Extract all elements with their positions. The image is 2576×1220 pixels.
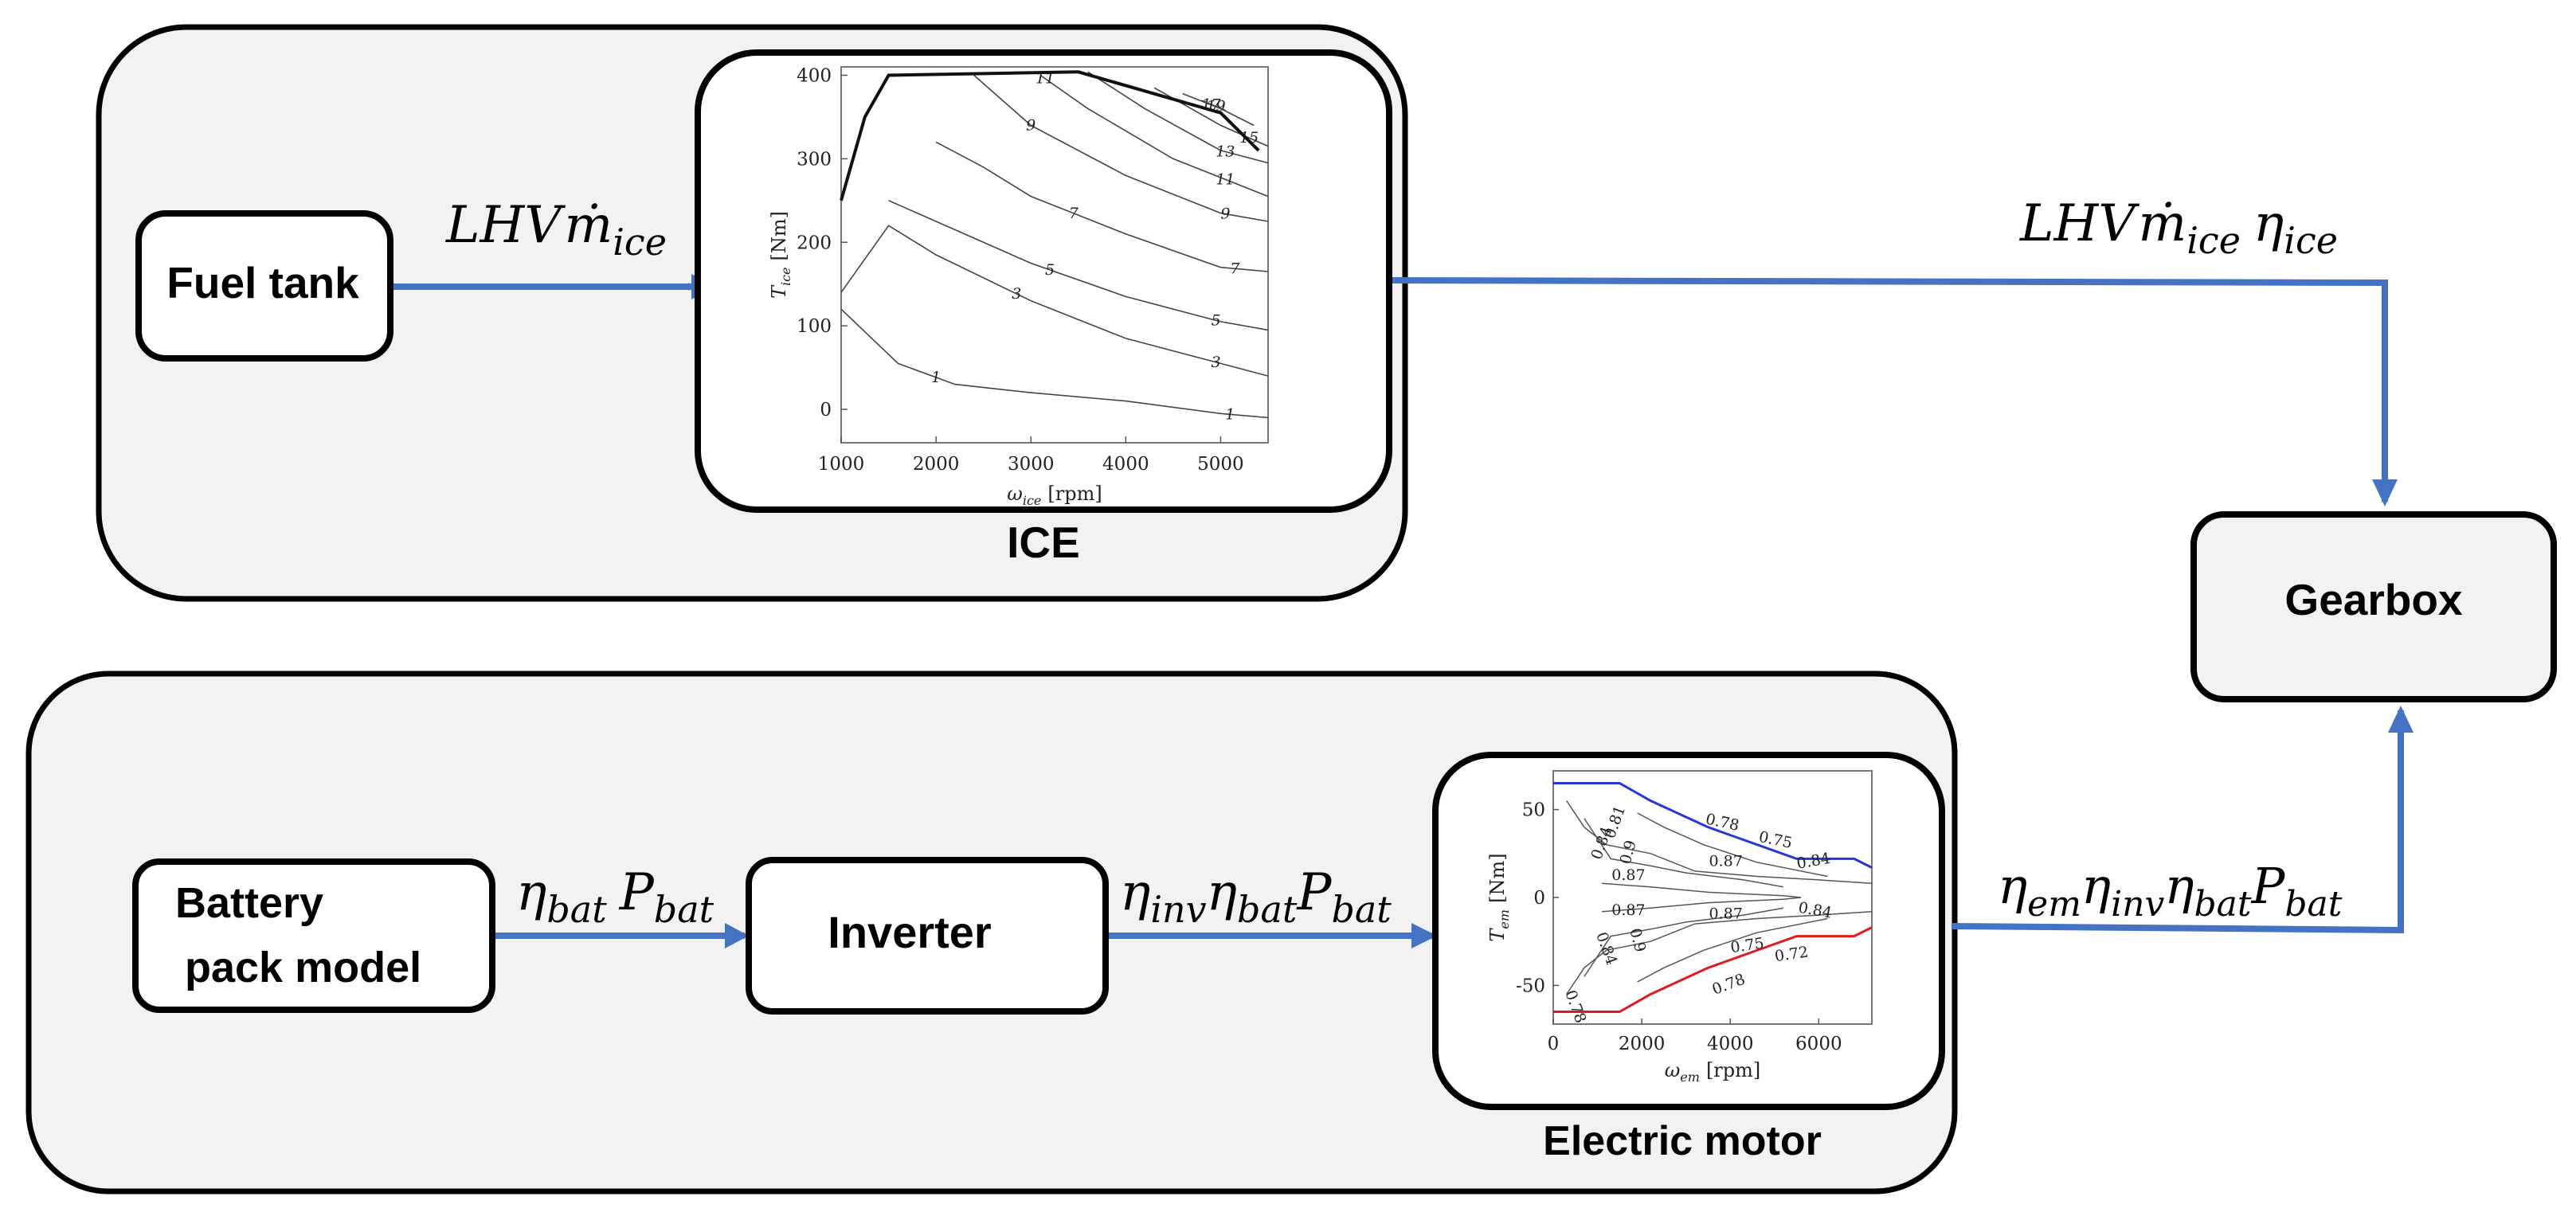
em-contour-label: 0.87 [1611,866,1645,884]
em-y-axis-label-symbol: T [1486,928,1509,942]
arrowhead-ice-gearbox [2372,479,2398,506]
em-y-tick-label: 0 [1533,888,1545,909]
ice-contour-label: 7 [1069,205,1079,222]
ice-contour-label: 5 [1045,261,1055,279]
ice-x-axis-label-sub: ice [1023,493,1042,508]
em-contour-5 [1602,897,1802,913]
ice-contour-label: 15 [1239,129,1259,147]
em-contour-7 [1637,917,1828,983]
ice-y-axis-label: Tice [Nm] [768,211,793,299]
battery-label-line2: pack model [185,944,421,991]
ice-contour-label: 1 [931,369,941,386]
ice-plot-area [840,66,1269,444]
ice-y-tick-label: 200 [797,233,832,253]
ice-x-tick-label: 1000 [818,454,865,475]
edge-ice-to-gearbox [1388,277,2389,503]
ice-contour-13 [1087,71,1269,164]
em-contour-0 [1566,800,1873,885]
ice-y-axis-label-unit: [Nm] [768,211,790,260]
ice-y-tick-label: 300 [797,149,832,170]
connectors [390,277,2405,940]
ice-contour-5 [888,200,1269,331]
battery-label-line1: Battery [175,879,323,927]
ice-contour-label: 7 [1230,260,1240,277]
em-contour-2 [1584,818,1784,888]
em-x-tick-label: 4000 [1707,1034,1754,1054]
ice-y-tick-label: 0 [820,400,832,420]
em-x-axis-label-unit: [rpm] [1706,1059,1760,1081]
em-y-axis-label-sub: em [1497,909,1512,929]
ice-contour-label: 11 [1035,70,1055,88]
ice-y-axis-label-symbol: T [768,284,790,299]
inverter-label: Inverter [828,907,991,957]
arrowhead-bat-inv [725,923,749,948]
arrowhead-inv-em [1411,923,1437,948]
edge-motor-to-gearbox [1951,709,2405,934]
ice-y-tick-label: 400 [797,65,832,86]
gearbox-block[interactable]: Gearbox [2190,511,2557,702]
edge-label-inverter-to-motor: ηinvηbatPbat [1120,863,1392,931]
ice-max-torque-curve [840,70,1260,201]
em-plot-area [1552,770,1873,1025]
ice-contour-label: 9 [1220,205,1230,223]
ice-contour-7 [935,141,1269,272]
arrowhead-em-gearbox [2388,706,2414,733]
em-y-axis-label: Tem [Nm] [1486,853,1512,941]
em-contour-1 [1566,910,1873,995]
ice-contour-3 [840,225,1269,377]
ice-contour-label: 9 [1026,116,1035,134]
em-x-axis-label: ωem [rpm] [1665,1059,1761,1085]
em-torque-limit-bottom [1553,926,1873,1013]
ice-x-tick-label: 5000 [1197,454,1244,475]
em-y-tick-label: 50 [1522,800,1545,821]
ice-contour-label: 11 [1216,170,1235,188]
ice-contour-label: 1 [1225,405,1235,423]
em-x-axis-label-sub: em [1680,1069,1700,1085]
ice-contour-label: 3 [1211,354,1220,371]
ice-y-axis-label-sub: ice [778,267,793,286]
edge-label-motor-to-gearbox: ηemηinvηbatPbat [1998,857,2343,925]
ice-contour-19 [1201,100,1226,111]
ice-x-axis-label-symbol: ω [1007,483,1023,505]
ice-contour-label: 3 [1012,285,1021,303]
inverter-block[interactable]: Inverter [746,857,1109,1015]
em-contour-label: 0.87 [1611,901,1645,919]
em-y-axis-label-unit: [Nm] [1486,853,1509,902]
battery-pack-block[interactable]: Battery pack model [132,858,495,1013]
em-contour-label: 0.87 [1709,905,1743,923]
ice-contour-11 [1039,74,1269,197]
em-y-tick-label: -50 [1516,976,1545,996]
ice-x-axis-label-unit: [rpm] [1047,483,1102,505]
ice-contour-label: 13 [1216,143,1235,160]
edge-label-fuel-to-ice: LHVṁice [445,196,667,264]
ice-contour-9 [973,74,1269,222]
em-contour-label: 0.87 [1709,852,1743,870]
em-contour-3 [1584,907,1784,977]
ice-x-tick-label: 2000 [913,454,960,475]
em-contour-4 [1602,882,1802,898]
em-x-axis-label-symbol: ω [1665,1059,1681,1081]
em-contour-6 [1637,812,1828,878]
ice-y-tick-label: 100 [797,316,832,337]
ice-contour-1 [840,308,1269,419]
ice-contour-label: 5 [1211,311,1220,329]
fuel-tank-block[interactable]: Fuel tank [135,210,393,362]
em-x-tick-label: 0 [1548,1034,1560,1054]
em-torque-limit-top [1553,782,1873,869]
ice-x-axis-label: ωice [rpm] [1007,483,1102,508]
em-x-tick-label: 6000 [1795,1034,1842,1054]
em-x-tick-label: 2000 [1619,1034,1666,1054]
fuel-tank-label: Fuel tank [166,258,359,307]
ice-label: ICE [1007,518,1080,567]
electric-motor-label: Electric motor [1543,1118,1822,1164]
ice-x-tick-label: 4000 [1102,454,1149,475]
ice-x-tick-label: 3000 [1008,454,1055,475]
gearbox-label: Gearbox [2284,575,2463,624]
